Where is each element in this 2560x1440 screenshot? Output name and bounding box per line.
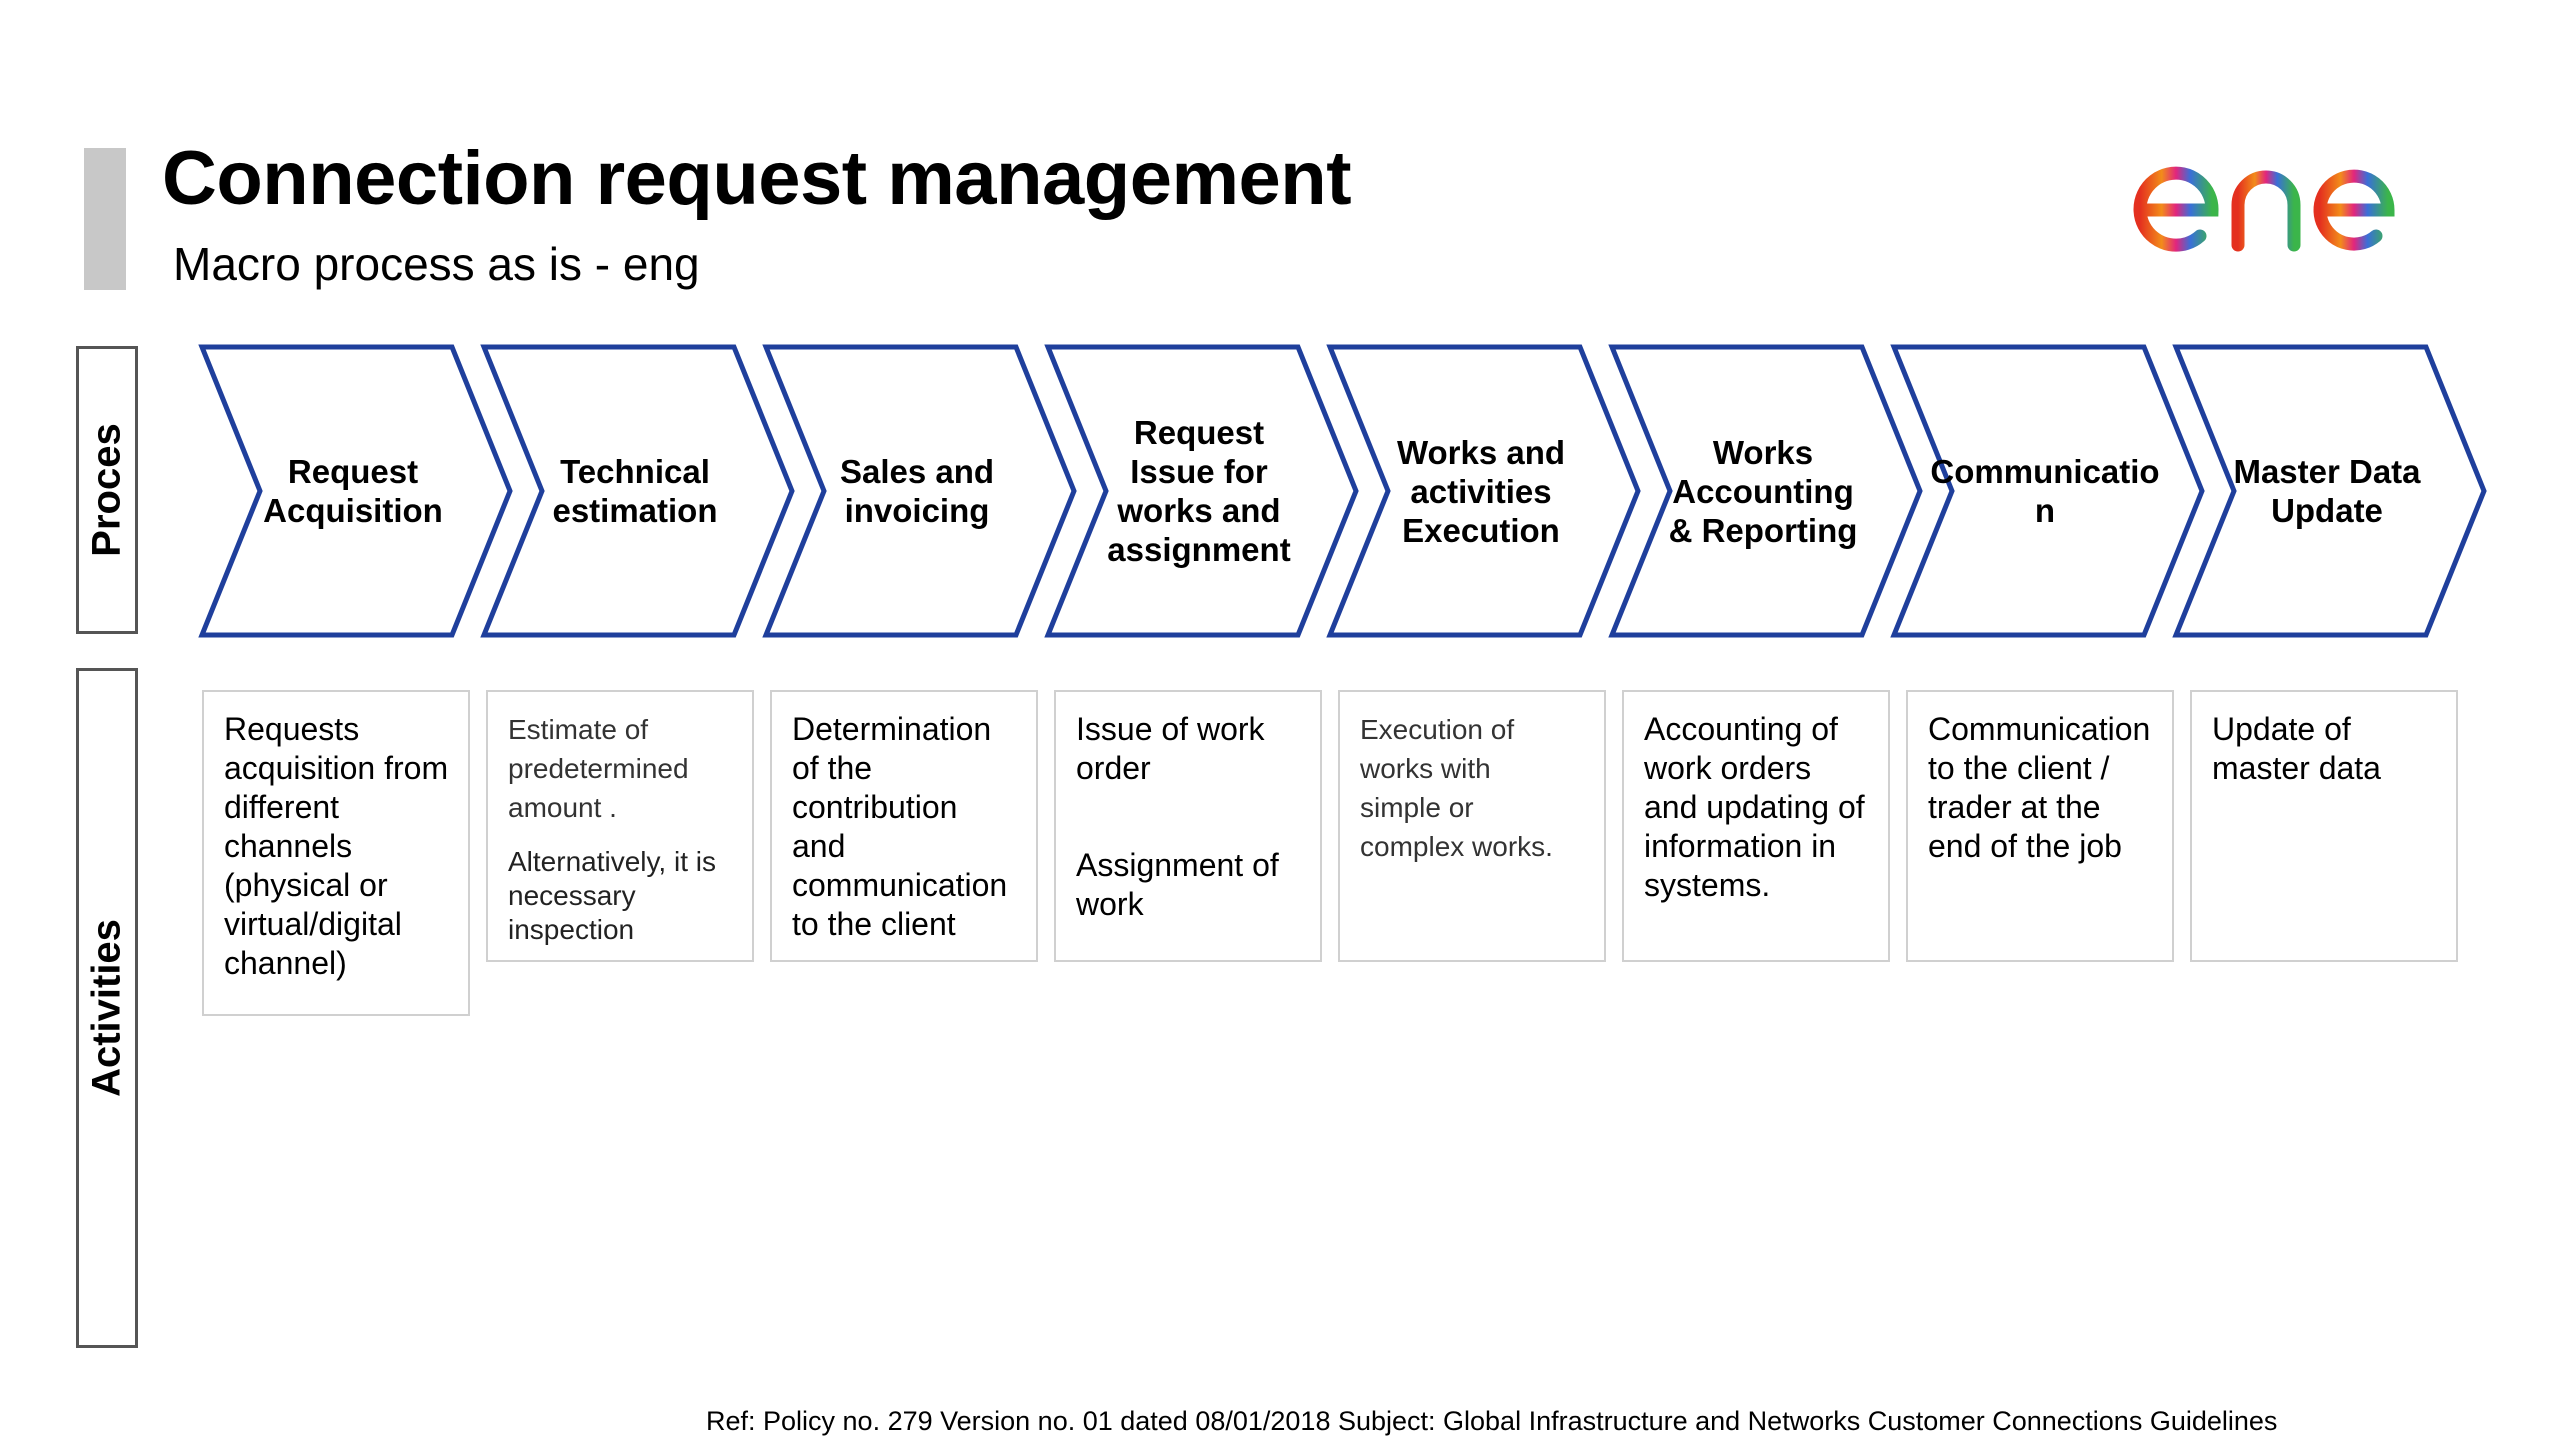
process-chevron-2 (480, 344, 795, 638)
activities-row-label-box: Activities (76, 668, 138, 1348)
activity-text-7: Communication to the client / trader at … (1928, 711, 2151, 864)
activities-row-label: Activities (84, 919, 129, 1097)
process-chevron-1 (198, 344, 513, 638)
enel-logo (2133, 138, 2437, 252)
activity-box-8: Update of master data (2190, 690, 2458, 962)
process-step-label-7: Communicatio n (1930, 453, 2160, 529)
title-accent-bar (84, 148, 126, 290)
process-chevron-6 (1608, 344, 1923, 638)
activity-text-8: Update of master data (2212, 711, 2381, 786)
process-step-label-8: Master Data Update (2233, 453, 2421, 529)
activity-text-2: Estimate of predetermined amount . (508, 714, 689, 823)
process-step-label-6: Works Accounting & Reporting (1668, 433, 1858, 549)
activity-text-5: Execution of works with simple or comple… (1360, 714, 1553, 862)
process-chevrons (198, 344, 2487, 638)
activity-extra-text-4: Assignment of work (1076, 847, 1279, 922)
activity-box-5: Execution of works with simple or comple… (1338, 690, 1606, 962)
activity-box-6: Accounting of work orders and updating o… (1622, 690, 1890, 962)
activity-text-4: Issue of work order (1076, 711, 1265, 786)
process-row-label-box: Proces (76, 346, 138, 634)
process-step-label-2: Technical estimation (552, 453, 718, 529)
process-chevron-8 (2172, 344, 2487, 638)
process-step-label-4: Request Issue for works and assignment (1107, 414, 1291, 568)
activity-text-3: Determination of the contribution and co… (792, 711, 1008, 942)
process-chevron-3 (762, 344, 1077, 638)
activity-text-1: Requests acquisition from different chan… (224, 711, 449, 981)
activity-box-1: Requests acquisition from different chan… (202, 690, 470, 1016)
page-subtitle: Macro process as is - eng (173, 238, 700, 290)
activity-text-6: Accounting of work orders and updating o… (1644, 711, 1865, 903)
activity-box-7: Communication to the client / trader at … (1906, 690, 2174, 962)
process-chevron-7 (1890, 344, 2205, 638)
activity-box-2: Estimate of predetermined amount . Altern… (486, 690, 754, 962)
footer-reference: Ref: Policy no. 279 Version no. 01 dated… (706, 1406, 2278, 1436)
process-chevron-5 (1326, 344, 1641, 638)
page-title: Connection request management (162, 136, 1352, 221)
process-step-label-3: Sales and invoicing (839, 453, 995, 529)
process-step-label-1: Request Acquisition (263, 453, 443, 529)
process-step-label-5: Works and activities Execution (1396, 433, 1566, 549)
activity-box-3: Determination of the contribution and co… (770, 690, 1038, 962)
process-chevron-4 (1044, 344, 1359, 638)
activity-extra-text-2: Alternatively, it is necessary inspectio… (508, 846, 716, 945)
